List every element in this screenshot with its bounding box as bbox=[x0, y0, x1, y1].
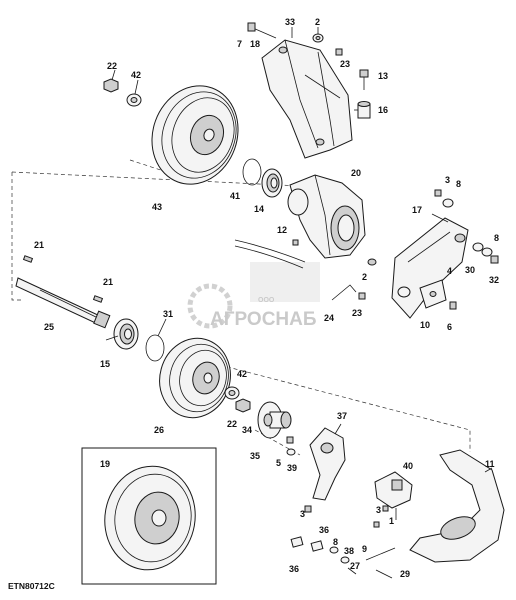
callout-24: 24 bbox=[324, 313, 334, 323]
callout-6: 6 bbox=[447, 322, 452, 332]
watermark-name: АГРОСНАБ bbox=[210, 309, 317, 330]
callout-8-right: 8 bbox=[456, 179, 461, 189]
callout-14: 14 bbox=[254, 204, 264, 214]
pulley-26 bbox=[159, 337, 231, 419]
callout-13: 13 bbox=[378, 71, 388, 81]
bolt-13 bbox=[359, 69, 369, 90]
bearing-15 bbox=[113, 318, 139, 350]
callout-3-right: 3 bbox=[445, 175, 450, 185]
callout-9: 9 bbox=[362, 544, 367, 554]
callout-29: 29 bbox=[400, 569, 410, 579]
callout-25: 25 bbox=[44, 322, 54, 332]
callout-43: 43 bbox=[152, 202, 162, 212]
callout-23-top: 23 bbox=[340, 59, 350, 69]
callout-32: 32 bbox=[489, 275, 499, 285]
callout-39: 39 bbox=[287, 463, 297, 473]
callout-35: 35 bbox=[250, 451, 260, 461]
callout-19: 19 bbox=[100, 459, 110, 469]
callout-27: 27 bbox=[350, 561, 360, 571]
callout-7: 7 bbox=[237, 39, 242, 49]
leader-lines bbox=[105, 27, 493, 473]
key-21-upper bbox=[22, 255, 34, 263]
watermark: ООО АГРОСНАБ bbox=[187, 262, 320, 330]
key-21-lower bbox=[92, 295, 104, 303]
callout-20: 20 bbox=[351, 168, 361, 178]
callout-23-mid: 23 bbox=[352, 308, 362, 318]
snap-ring-41 bbox=[242, 158, 262, 186]
pulley-43 bbox=[151, 85, 239, 185]
washer-42-lower bbox=[224, 386, 240, 400]
callout-labels: 33 2 7 18 23 13 16 22 42 43 41 14 20 3 8… bbox=[34, 17, 499, 579]
callout-18: 18 bbox=[250, 39, 260, 49]
pulley-19 bbox=[104, 465, 196, 571]
belt-12 bbox=[234, 239, 306, 269]
nut-23-top bbox=[335, 48, 343, 56]
snap-ring-31 bbox=[145, 334, 165, 362]
washer-2-top bbox=[312, 33, 324, 43]
callout-33: 33 bbox=[285, 17, 295, 27]
clip-24 bbox=[331, 284, 357, 301]
callout-30: 30 bbox=[465, 265, 475, 275]
upper-mount-bracket bbox=[261, 39, 353, 159]
inset-box-19 bbox=[81, 447, 217, 585]
callout-42-lower: 42 bbox=[237, 369, 247, 379]
callout-22-lower: 22 bbox=[227, 419, 237, 429]
callout-16: 16 bbox=[378, 105, 388, 115]
callout-2-mid: 2 bbox=[362, 272, 367, 282]
callout-26: 26 bbox=[154, 425, 164, 435]
callout-4: 4 bbox=[447, 266, 452, 276]
fastener-group-lower bbox=[290, 505, 396, 579]
callout-8-far: 8 bbox=[494, 233, 499, 243]
callout-10: 10 bbox=[420, 320, 430, 330]
bearing-14 bbox=[261, 168, 283, 198]
callout-36-upper: 36 bbox=[319, 525, 329, 535]
idler-bracket-17 bbox=[391, 217, 469, 319]
hub-35 bbox=[257, 401, 292, 439]
callout-12: 12 bbox=[277, 225, 287, 235]
watermark-prefix: ООО bbox=[258, 297, 275, 304]
callout-40: 40 bbox=[403, 461, 413, 471]
callout-8-lower: 8 bbox=[333, 537, 338, 547]
nut-22-lower bbox=[235, 398, 251, 413]
bracket-37 bbox=[309, 427, 346, 501]
diagram-code: ETN80712C bbox=[8, 581, 55, 591]
callout-5: 5 bbox=[276, 458, 281, 468]
callout-36-lower: 36 bbox=[289, 564, 299, 574]
callout-21-lower: 21 bbox=[103, 277, 113, 287]
callout-17: 17 bbox=[412, 205, 422, 215]
nut-22-top bbox=[103, 78, 119, 93]
callout-38: 38 bbox=[344, 546, 354, 556]
callout-22-top: 22 bbox=[107, 61, 117, 71]
shaft-25 bbox=[15, 277, 111, 329]
sensor-40 bbox=[374, 471, 413, 520]
callout-41: 41 bbox=[230, 191, 240, 201]
callout-1: 1 bbox=[389, 516, 394, 526]
callout-11: 11 bbox=[485, 459, 495, 469]
callout-37: 37 bbox=[337, 411, 347, 421]
callout-34: 34 bbox=[242, 425, 252, 435]
callout-42-top: 42 bbox=[131, 70, 141, 80]
callout-15: 15 bbox=[100, 359, 110, 369]
bolt-5-39 bbox=[286, 436, 296, 456]
plate-10 bbox=[419, 279, 447, 309]
washer-42-top bbox=[126, 93, 142, 107]
bearing-housing-20 bbox=[287, 174, 366, 259]
callout-2-top: 2 bbox=[315, 17, 320, 27]
belt-guard-11 bbox=[409, 449, 505, 563]
bolt-7 bbox=[247, 22, 277, 39]
callout-31: 31 bbox=[163, 309, 173, 319]
callout-21-upper: 21 bbox=[34, 240, 44, 250]
callout-3-lower: 3 bbox=[300, 509, 305, 519]
callout-3-sensor: 3 bbox=[376, 505, 381, 515]
spacer-16 bbox=[357, 101, 371, 119]
